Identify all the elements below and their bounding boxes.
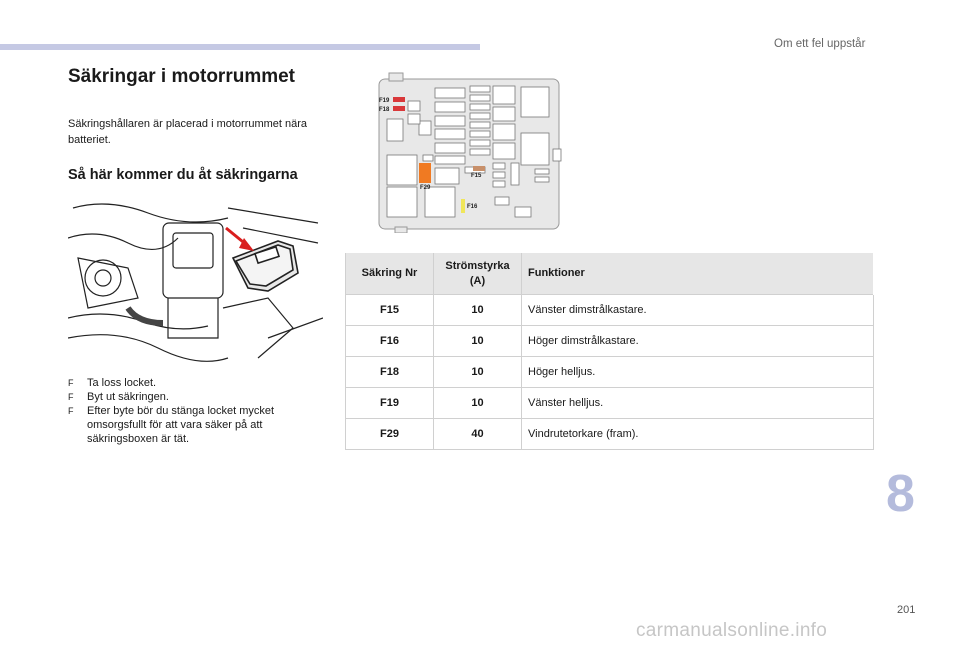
cell-fuse: F29: [345, 418, 434, 450]
cell-amperage: 10: [433, 325, 522, 357]
cell-amperage: 10: [433, 387, 522, 419]
table-row: F18 10 Höger helljus.: [345, 356, 874, 388]
checkbox-bullet: F: [68, 392, 74, 402]
section-title: Om ett fel uppstår: [774, 38, 866, 50]
cell-fuse: F18: [345, 356, 434, 388]
cell-fuse: F19: [345, 387, 434, 419]
label-f16: F16: [467, 204, 478, 210]
header-accent-bar: [0, 44, 480, 50]
cell-function: Vindrutetorkare (fram).: [521, 418, 874, 450]
table-row: F16 10 Höger dimstrålkastare.: [345, 325, 874, 357]
cell-amperage: 10: [433, 356, 522, 388]
page-title: Säkringar i motorrummet: [68, 66, 295, 87]
intro-text: Säkringshållaren är placerad i motorrumm…: [68, 118, 308, 146]
fuse-f29: [419, 163, 431, 183]
label-f15: F15: [471, 173, 482, 179]
fuse-box-diagram: F19 F18 F15 F29 F16: [378, 72, 562, 233]
step-text: Ta loss locket.: [87, 377, 157, 389]
cell-function: Höger dimstrålkastare.: [521, 325, 874, 357]
engine-compartment-illustration: [68, 198, 323, 365]
header-function: Funktioner: [521, 253, 874, 295]
watermark: carmanualsonline.info: [636, 620, 828, 641]
list-item: F Efter byte bör du stänga locket mycket …: [68, 404, 328, 446]
cell-fuse: F16: [345, 325, 434, 357]
label-f19: F19: [379, 98, 390, 104]
page-number: 201: [897, 604, 916, 616]
header-fuse: Säkring Nr: [345, 253, 434, 295]
fuse-f16: [461, 199, 465, 213]
table-row: F29 40 Vindrutetorkare (fram).: [345, 418, 874, 450]
table-row: F15 10 Vänster dimstrålkastare.: [345, 294, 874, 326]
table-row: F19 10 Vänster helljus.: [345, 387, 874, 419]
cell-function: Vänster helljus.: [521, 387, 874, 419]
cell-function: Vänster dimstrålkastare.: [521, 294, 874, 326]
access-heading: Så här kommer du åt säkringarna: [68, 167, 298, 183]
cell-amperage: 40: [433, 418, 522, 450]
cell-amperage: 10: [433, 294, 522, 326]
checkbox-bullet: F: [68, 378, 74, 388]
fuse-table: Säkring Nr Strömstyrka (A) Funktioner F1…: [345, 253, 874, 450]
fuse-f18: [393, 106, 405, 111]
step-text: Byt ut säkringen.: [87, 391, 169, 403]
fuse-f19: [393, 97, 405, 102]
step-text: Efter byte bör du stänga locket mycket o…: [87, 405, 275, 445]
label-f29: F29: [420, 185, 431, 191]
list-item: F Ta loss locket.: [68, 376, 328, 390]
label-f18: F18: [379, 107, 390, 113]
chapter-number: 8: [886, 465, 915, 523]
fuse-f15: [473, 166, 485, 171]
list-item: F Byt ut säkringen.: [68, 390, 328, 404]
checkbox-bullet: F: [68, 406, 74, 416]
cell-fuse: F15: [345, 294, 434, 326]
cell-function: Höger helljus.: [521, 356, 874, 388]
instruction-list: F Ta loss locket. F Byt ut säkringen. F Eft…: [68, 376, 328, 446]
header-amperage: Strömstyrka (A): [433, 253, 522, 295]
